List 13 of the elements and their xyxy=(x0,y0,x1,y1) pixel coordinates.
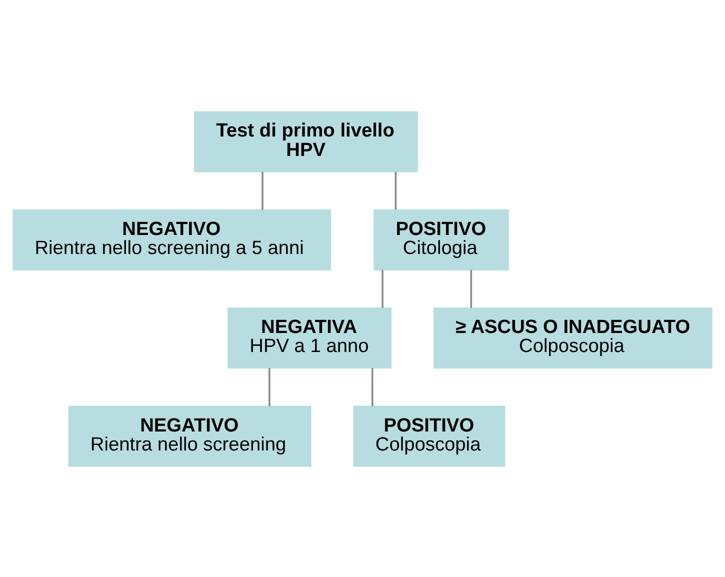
connector xyxy=(382,269,384,308)
connector xyxy=(371,368,374,406)
node-box: NEGATIVO Rientra nello screening xyxy=(68,405,312,466)
connector xyxy=(262,171,264,210)
node-box: ≥ ASCUS O INADEGUATO Colposcopia xyxy=(433,307,712,368)
node-box: POSITIVO Citologia xyxy=(374,208,509,270)
connector xyxy=(268,368,270,406)
connector xyxy=(470,269,472,308)
node-box: NEGATIVO Rientra nello screening a 5 anni xyxy=(12,208,332,270)
node-box: NEGATIVA HPV a 1 anno xyxy=(228,307,392,368)
node-box: POSITIVO Colposcopia xyxy=(353,405,506,466)
node-box: Test di primo livello HPV xyxy=(194,110,418,172)
connector xyxy=(394,171,397,210)
